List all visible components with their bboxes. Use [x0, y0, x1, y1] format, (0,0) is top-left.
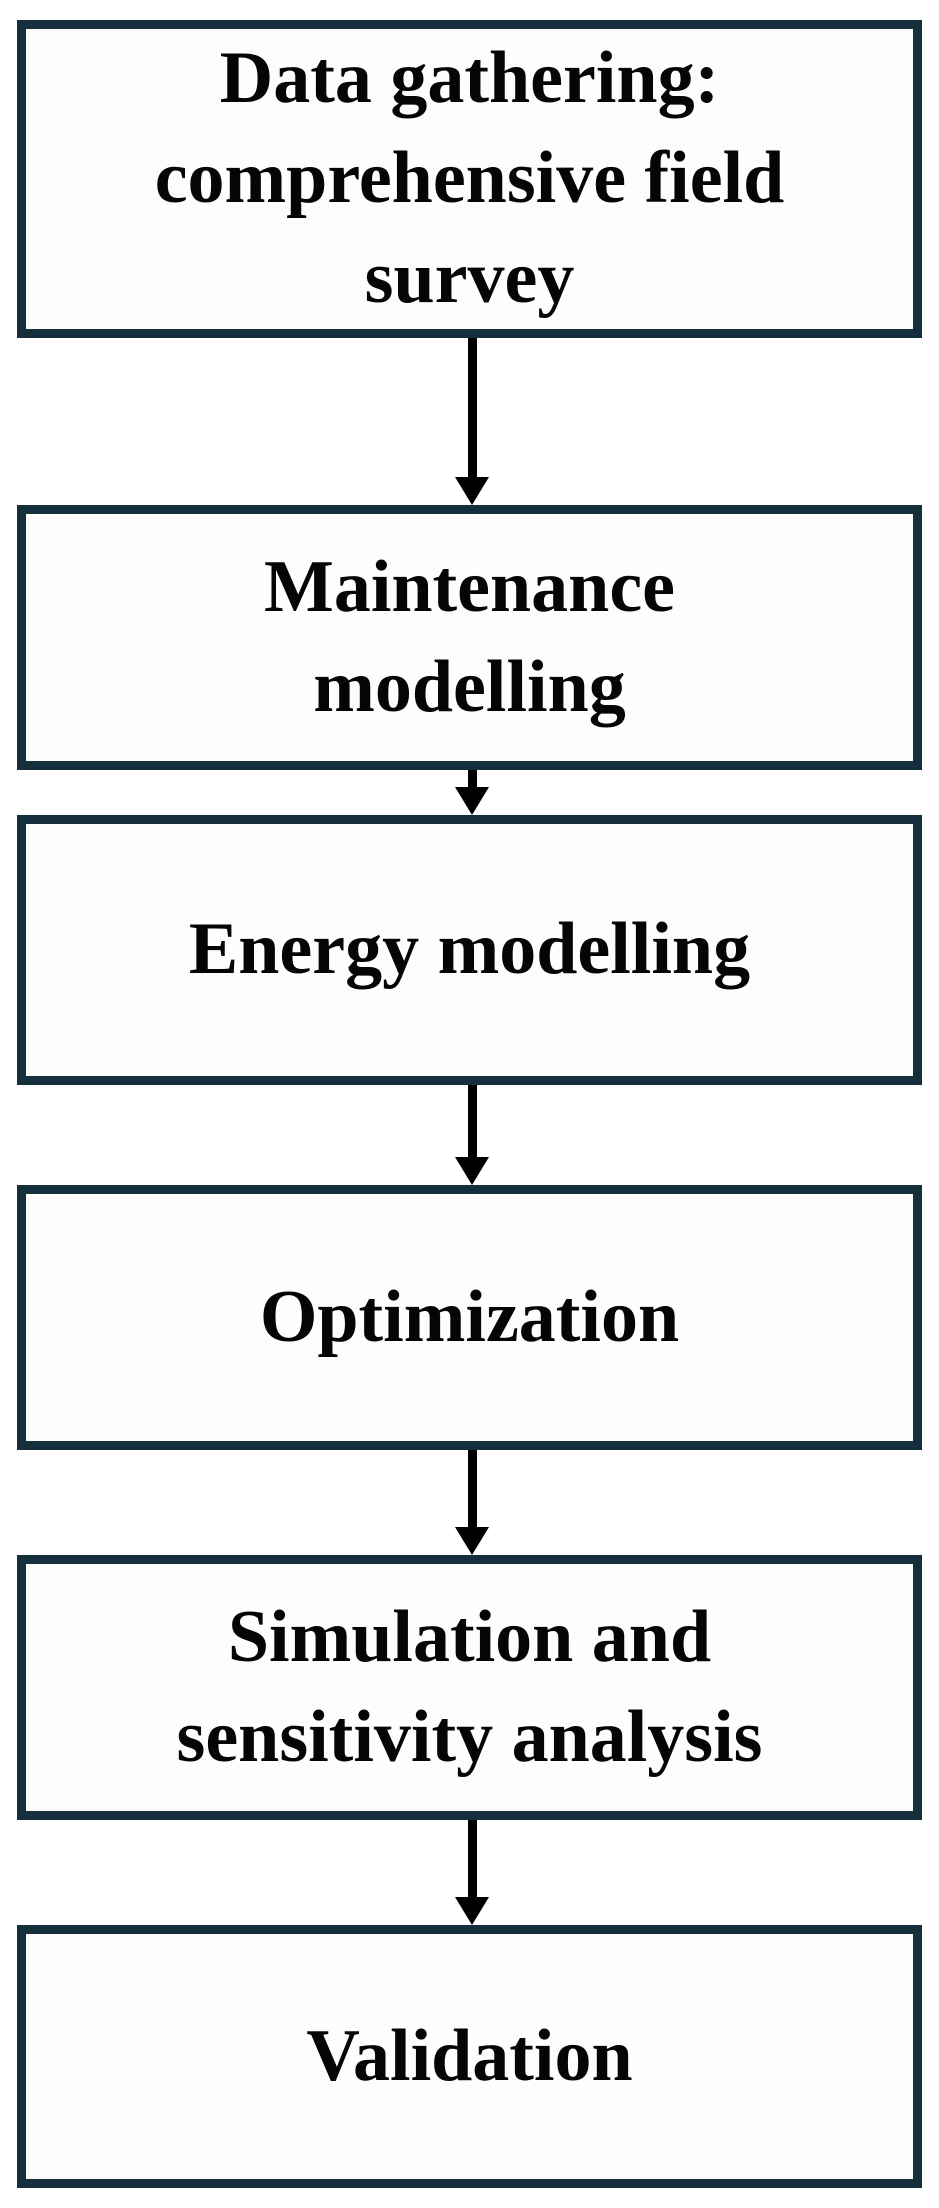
step-label-data-gathering: Data gathering: comprehensive field surv…	[154, 37, 785, 319]
arrow-head	[455, 1897, 489, 1925]
arrow-shaft	[467, 1085, 477, 1157]
down-arrow-icon	[455, 1820, 489, 1925]
down-arrow-icon	[455, 338, 489, 505]
down-arrow-icon	[455, 1450, 489, 1555]
arrow-head	[455, 1157, 489, 1185]
step-label-validation: Validation	[306, 2014, 633, 2097]
step-label-simulation-sensitivity-analysis: Simulation and sensitivity analysis	[176, 1595, 763, 1778]
arrow-head	[455, 1527, 489, 1555]
arrow-shaft	[467, 1450, 477, 1527]
step-box-validation: Validation	[17, 1925, 922, 2188]
step-box-maintenance-modelling: Maintenance modelling	[17, 505, 922, 770]
step-box-optimization: Optimization	[17, 1185, 922, 1450]
arrow-head	[455, 787, 489, 815]
arrow-shaft	[467, 770, 477, 787]
arrow-shaft	[467, 1820, 477, 1897]
step-label-energy-modelling: Energy modelling	[188, 908, 751, 991]
arrow-shaft	[467, 338, 477, 477]
arrow-head	[455, 477, 489, 505]
step-box-energy-modelling: Energy modelling	[17, 815, 922, 1085]
down-arrow-icon	[455, 770, 489, 815]
step-label-maintenance-modelling: Maintenance modelling	[263, 545, 676, 728]
step-label-optimization: Optimization	[259, 1275, 680, 1358]
step-box-simulation-sensitivity-analysis: Simulation and sensitivity analysis	[17, 1555, 922, 1820]
step-box-data-gathering: Data gathering: comprehensive field surv…	[17, 20, 922, 338]
down-arrow-icon	[455, 1085, 489, 1185]
